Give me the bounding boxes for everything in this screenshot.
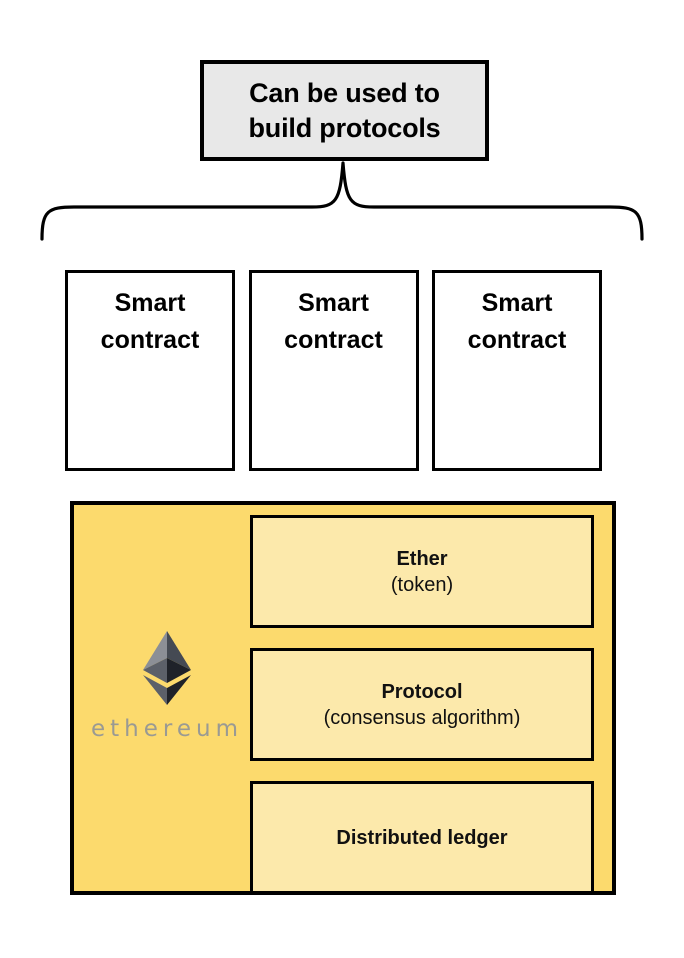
- smart-contract-box-1: Smart contract: [65, 270, 235, 471]
- layer-box-ether: Ether (token): [250, 515, 594, 628]
- header-line-2: build protocols: [248, 112, 441, 143]
- layer-title: Ether: [396, 547, 448, 570]
- ethereum-layer-stack: Ether (token) Protocol (consensus algori…: [250, 515, 598, 894]
- header-box: Can be used to build protocols: [200, 60, 489, 161]
- smart-contract-label-line1: Smart: [298, 289, 369, 317]
- smart-contract-label-line2: contract: [100, 326, 200, 354]
- ethereum-diamond-icon: [143, 631, 191, 705]
- layer-subtitle: (consensus algorithm): [323, 706, 521, 729]
- header-line-1: Can be used to: [249, 77, 440, 108]
- layer-box-protocol: Protocol (consensus algorithm): [250, 648, 594, 761]
- smart-contract-box-3: Smart contract: [432, 270, 602, 471]
- curly-brace-connector: [40, 161, 644, 241]
- layer-subtitle: (token): [390, 573, 454, 596]
- layer-title: Distributed ledger: [336, 826, 508, 849]
- smart-contract-label-line1: Smart: [481, 289, 553, 317]
- ethereum-brand: ethereum: [86, 630, 248, 742]
- smart-contract-label-line2: contract: [467, 326, 567, 354]
- layer-box-distributed-ledger: Distributed ledger: [250, 781, 594, 894]
- smart-contract-label-line1: Smart: [114, 289, 186, 317]
- ethereum-wordmark: ethereum: [91, 716, 243, 742]
- smart-contract-box-2: Smart contract: [248, 270, 419, 471]
- curly-brace-icon: [40, 161, 644, 241]
- smart-contract-row: Smart contract Smart contract Smart cont…: [65, 270, 602, 471]
- smart-contract-label-line2: contract: [284, 326, 383, 354]
- layer-title: Protocol: [381, 680, 463, 703]
- ethereum-platform-panel: ethereum Ether (token) Protocol (consens…: [70, 501, 616, 895]
